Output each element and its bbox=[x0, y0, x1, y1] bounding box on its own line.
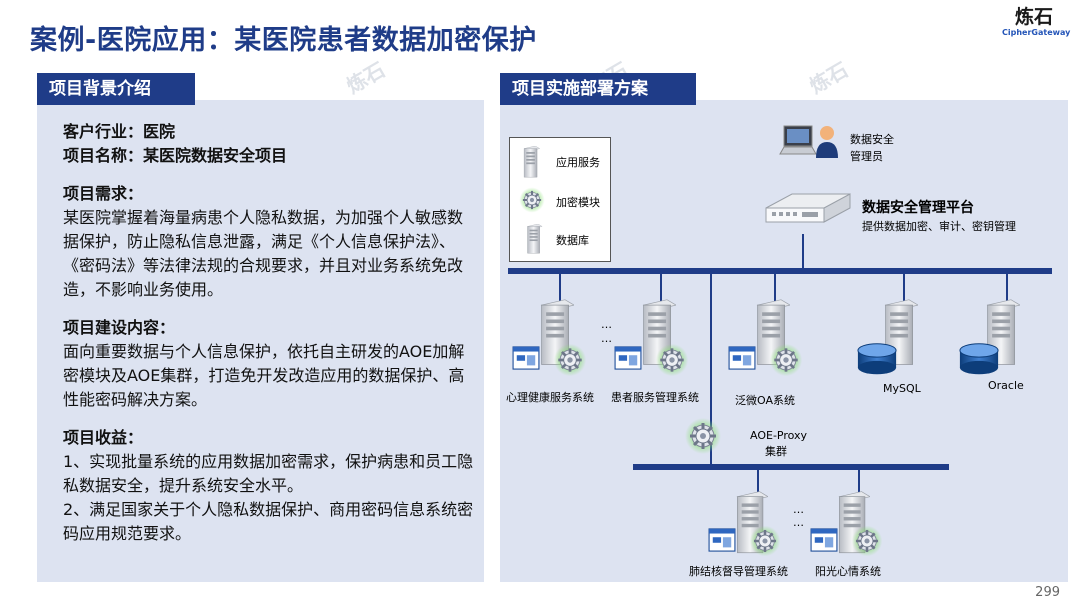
legend-app-service: 应用服务 bbox=[518, 146, 608, 176]
psych-system-label: 心理健康服务系统 bbox=[506, 391, 594, 404]
platform-description: 提供数据加密、审计、密钥管理 bbox=[862, 220, 1016, 233]
platform-appliance-icon bbox=[765, 193, 851, 223]
laptop-icon bbox=[779, 125, 817, 155]
connector-psych bbox=[559, 274, 561, 302]
project-info: 客户行业：医院 项目名称：某医院数据安全项目 bbox=[63, 120, 475, 168]
watermark: 炼石 bbox=[342, 57, 390, 99]
admin-node bbox=[778, 124, 848, 164]
benefit-2: 2、满足国家关于个人隐私数据保护、商用密码信息系统密码应用规范要求。 bbox=[63, 500, 474, 543]
ellipsis: … bbox=[601, 318, 612, 331]
connector-patient bbox=[660, 274, 662, 302]
left-panel-header: 项目背景介绍 bbox=[37, 73, 195, 105]
connector-proxy bbox=[710, 274, 712, 468]
database-icon bbox=[520, 224, 548, 254]
gear-icon bbox=[654, 342, 690, 378]
server-icon bbox=[520, 146, 542, 178]
project-background-text: 客户行业：医院 项目名称：某医院数据安全项目 项目需求： 某医院掌握着海量病患个… bbox=[63, 120, 475, 560]
lower-network-bus bbox=[633, 464, 949, 470]
window-icon bbox=[708, 528, 736, 552]
patient-system-label: 患者服务管理系统 bbox=[611, 391, 699, 404]
ellipsis: … bbox=[793, 503, 804, 516]
psych-system-node bbox=[510, 298, 600, 384]
left-panel bbox=[37, 100, 484, 582]
aoe-proxy-gear-icon bbox=[683, 416, 723, 456]
sunshine-system-node bbox=[808, 490, 898, 562]
ellipsis: … bbox=[793, 516, 804, 529]
ellipsis: … bbox=[601, 332, 612, 345]
logo-english: CipherGateway bbox=[1002, 28, 1071, 37]
platform-connector bbox=[802, 234, 804, 270]
industry-line: 客户行业：医院 bbox=[63, 122, 176, 141]
logo-chinese: 炼石 bbox=[1014, 6, 1053, 28]
database-icon bbox=[958, 342, 1000, 376]
platform-title: 数据安全管理平台 bbox=[862, 200, 974, 216]
aoe-proxy-cluster-label: 集群 bbox=[765, 445, 787, 458]
company-logo: 炼石 CipherGateway bbox=[1002, 6, 1071, 38]
oracle-label: Oracle bbox=[988, 379, 1024, 392]
aoe-proxy-label: AOE-Proxy bbox=[750, 429, 808, 442]
needs-section: 项目需求： 某医院掌握着海量病患个人隐私数据，为加强个人敏感数据保护，防止隐私信… bbox=[63, 182, 475, 302]
build-title: 项目建设内容： bbox=[63, 318, 176, 337]
oa-system-label: 泛微OA系统 bbox=[735, 394, 795, 407]
needs-text: 某医院掌握着海量病患个人隐私数据，为加强个人敏感数据保护，防止隐私信息泄露，满足… bbox=[63, 208, 464, 299]
legend-database-label: 数据库 bbox=[556, 234, 589, 247]
legend: 应用服务 加密模块 数据库 bbox=[509, 137, 611, 262]
sunshine-system-label: 阳光心情系统 bbox=[815, 565, 881, 578]
right-panel-header: 项目实施部署方案 bbox=[500, 73, 696, 105]
watermark: 炼石 bbox=[805, 57, 853, 99]
gear-icon bbox=[850, 524, 884, 558]
benefit-title: 项目收益： bbox=[63, 428, 144, 447]
connector-oracle bbox=[1006, 274, 1008, 302]
admin-label-1: 数据安全 bbox=[850, 133, 894, 146]
gear-icon bbox=[768, 342, 804, 378]
lung-system-label: 肺结核督导管理系统 bbox=[689, 565, 788, 578]
legend-crypto-module: 加密模块 bbox=[518, 186, 608, 216]
admin-label-2: 管理员 bbox=[850, 150, 883, 163]
mysql-label: MySQL bbox=[883, 382, 921, 395]
connector-lung bbox=[757, 470, 759, 492]
window-icon bbox=[512, 346, 540, 370]
gear-icon bbox=[748, 524, 782, 558]
benefit-section: 项目收益： 1、实现批量系统的应用数据加密需求，保护病患和员工隐私数据安全，提升… bbox=[63, 426, 475, 546]
needs-title: 项目需求： bbox=[63, 184, 144, 203]
build-text: 面向重要数据与个人信息保护，依托自主研发的AOE加解密模块及AOE集群，打造免开… bbox=[63, 342, 465, 409]
connector-oa bbox=[774, 274, 776, 302]
connector-sunshine bbox=[858, 470, 860, 492]
database-icon bbox=[856, 342, 898, 376]
legend-crypto-module-label: 加密模块 bbox=[556, 196, 600, 209]
mysql-node bbox=[856, 298, 926, 378]
patient-system-node bbox=[612, 298, 702, 384]
legend-app-service-label: 应用服务 bbox=[556, 156, 600, 169]
benefit-1: 1、实现批量系统的应用数据加密需求，保护病患和员工隐私数据安全，提升系统安全水平… bbox=[63, 452, 474, 495]
build-section: 项目建设内容： 面向重要数据与个人信息保护，依托自主研发的AOE加解密模块及AO… bbox=[63, 316, 475, 412]
upper-network-bus bbox=[508, 268, 1052, 274]
slide-title: 案例-医院应用：某医院患者数据加密保护 bbox=[30, 25, 537, 56]
window-icon bbox=[728, 346, 756, 370]
legend-database: 数据库 bbox=[518, 224, 608, 254]
gear-icon bbox=[518, 186, 546, 214]
gear-icon bbox=[552, 342, 588, 378]
project-name-line: 项目名称：某医院数据安全项目 bbox=[63, 146, 288, 165]
window-icon bbox=[614, 346, 642, 370]
lung-system-node bbox=[706, 490, 796, 562]
page-number: 299 bbox=[1035, 585, 1060, 600]
admin-person-icon bbox=[816, 126, 838, 158]
oa-system-node bbox=[726, 298, 816, 384]
window-icon bbox=[810, 528, 838, 552]
connector-mysql bbox=[903, 274, 905, 302]
oracle-node bbox=[958, 298, 1028, 378]
